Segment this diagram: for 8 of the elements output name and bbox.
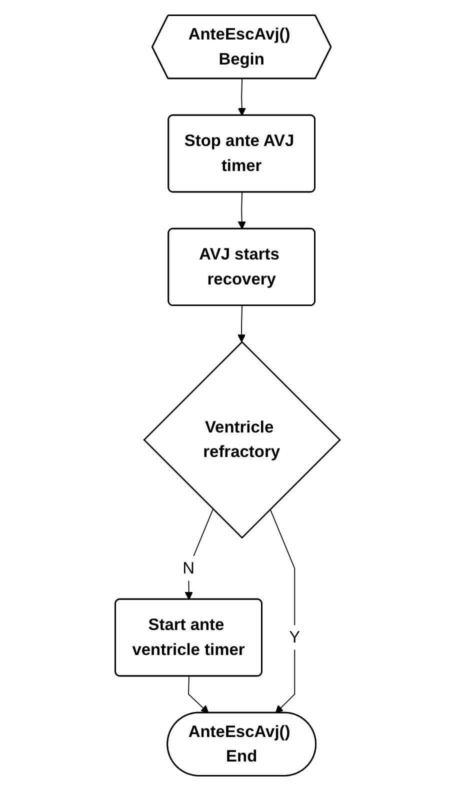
arrow [238,305,246,342]
arrow [238,192,246,230]
arrow [188,676,210,714]
arrow [270,508,296,714]
node-diamond: Ventricle refractory [144,341,342,539]
edge-label: N [182,558,195,578]
edge-label: Y [290,628,301,646]
arrow [238,78,246,116]
